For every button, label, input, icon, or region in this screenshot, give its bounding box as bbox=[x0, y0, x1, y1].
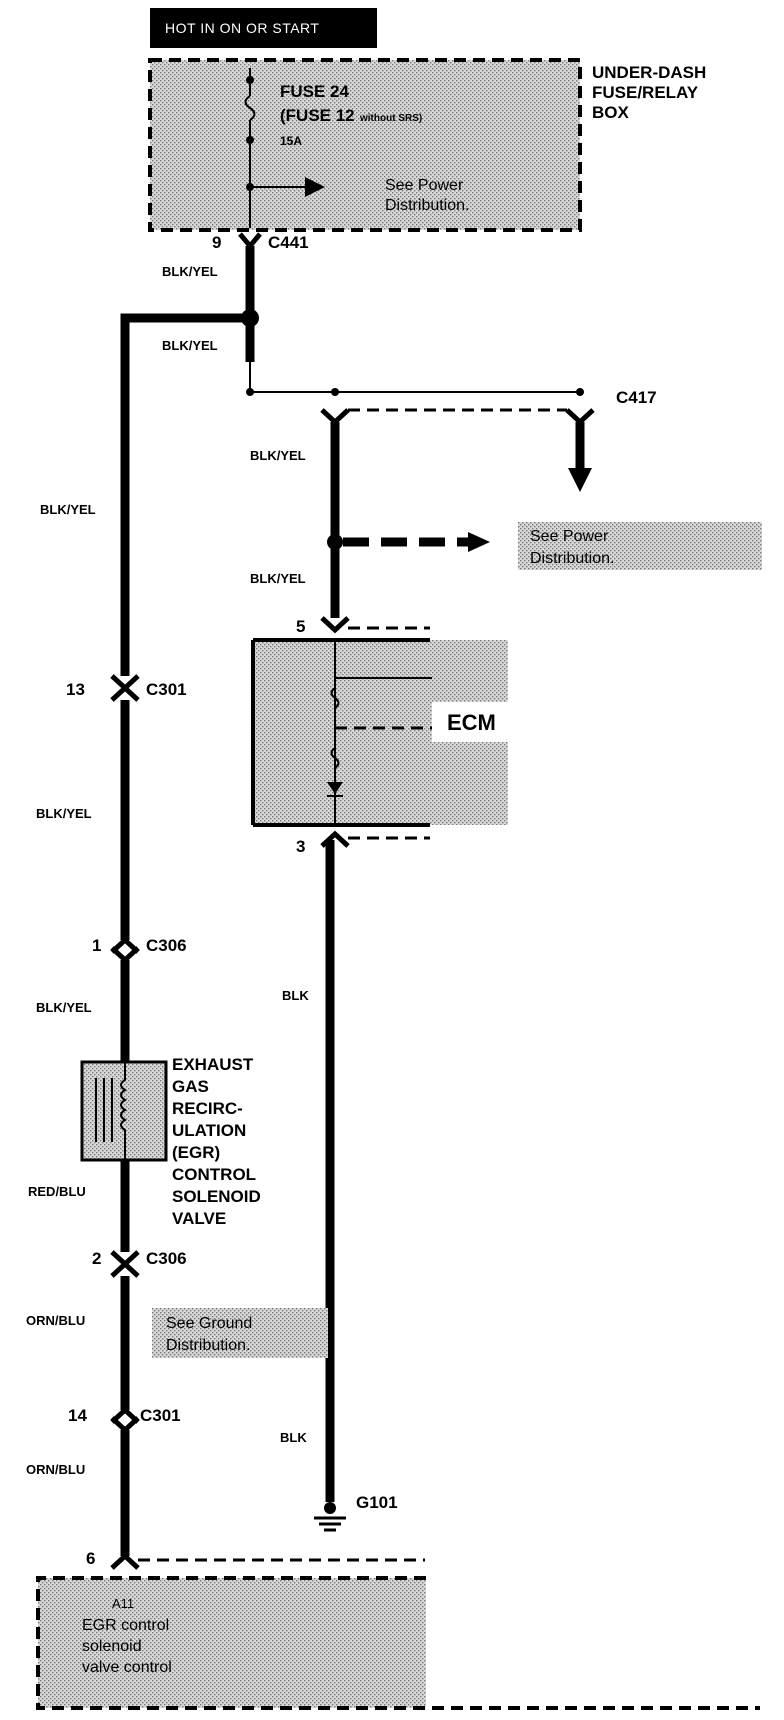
header-text: HOT IN ON OR START bbox=[165, 20, 319, 36]
wire-label-red-blu: RED/BLU bbox=[28, 1184, 86, 1199]
c306-top-name: C306 bbox=[146, 936, 187, 955]
see-ground-line2: Distribution. bbox=[166, 1337, 250, 1354]
connector-c306-top: 1 C306 bbox=[92, 936, 187, 964]
egr-label-line5: (EGR) bbox=[172, 1143, 220, 1162]
c306-top-pin: 1 bbox=[92, 936, 101, 955]
c441-pin: 9 bbox=[212, 233, 221, 252]
ecm-pin-3: 3 bbox=[296, 837, 305, 856]
ecm-terminal-desc-line2: solenoid bbox=[82, 1638, 142, 1655]
see-power-right-line1: See Power bbox=[530, 528, 609, 545]
ground-g101: G101 bbox=[314, 1493, 398, 1532]
ecm-pin-5: 5 bbox=[296, 617, 305, 636]
fuse-relay-box: UNDER-DASH FUSE/RELAY BOX FUSE 24 (FUSE … bbox=[148, 58, 706, 232]
wire-label-orn-blu-1: ORN/BLU bbox=[26, 1313, 85, 1328]
egr-label-line8: VALVE bbox=[172, 1209, 226, 1228]
wire-label-blk-1: BLK bbox=[282, 988, 309, 1003]
fuse-rating: 15A bbox=[280, 134, 302, 148]
fuse-box-title-line3: BOX bbox=[592, 103, 630, 122]
c301-bottom-name: C301 bbox=[140, 1406, 181, 1425]
connector-c441: 9 C441 bbox=[212, 232, 309, 252]
ecm-terminal-id: A11 bbox=[112, 1596, 134, 1611]
ecm-a11-pin: 6 bbox=[86, 1549, 95, 1568]
wire-label-blk-yel-2: BLK/YEL bbox=[162, 338, 218, 353]
wire-label-blk-yel-4: BLK/YEL bbox=[250, 571, 306, 586]
egr-label-line7: SOLENOID bbox=[172, 1187, 261, 1206]
connector-c306-bottom: 2 C306 bbox=[92, 1249, 187, 1278]
wire-label-orn-blu-2: ORN/BLU bbox=[26, 1462, 85, 1477]
ecm-terminal-desc-line3: valve control bbox=[82, 1659, 172, 1676]
egr-label-line1: EXHAUST bbox=[172, 1055, 254, 1074]
fuse-box-title-line2: FUSE/RELAY bbox=[592, 83, 699, 102]
c417-name: C417 bbox=[616, 388, 657, 407]
fuse-12-label: (FUSE 12 bbox=[280, 106, 355, 125]
c301-top-name: C301 bbox=[146, 680, 187, 699]
see-power-distribution-right: See Power Distribution. bbox=[518, 522, 762, 570]
wire-label-blk-2: BLK bbox=[280, 1430, 307, 1445]
egr-label-line4: ULATION bbox=[172, 1121, 246, 1140]
connector-c301-bottom: 14 C301 bbox=[68, 1406, 181, 1434]
wire-label-blk-yel-6: BLK/YEL bbox=[36, 1000, 92, 1015]
c306-bottom-pin: 2 bbox=[92, 1249, 101, 1268]
c306-bottom-name: C306 bbox=[146, 1249, 187, 1268]
fuse-box-title-line1: UNDER-DASH bbox=[592, 63, 706, 82]
wire-label-blk-yel-left: BLK/YEL bbox=[40, 502, 96, 517]
ecm-terminal-desc-line1: EGR control bbox=[82, 1617, 169, 1634]
c301-top-pin: 13 bbox=[66, 680, 85, 699]
ground-name: G101 bbox=[356, 1493, 398, 1512]
connector-c301-top: 13 C301 bbox=[66, 674, 187, 702]
header-banner: HOT IN ON OR START bbox=[150, 8, 377, 48]
egr-label-line2: GAS bbox=[172, 1077, 209, 1096]
egr-label-line6: CONTROL bbox=[172, 1165, 256, 1184]
fuse-symbol bbox=[244, 95, 256, 121]
ecm-label: ECM bbox=[447, 710, 496, 735]
egr-label-line3: RECIRC- bbox=[172, 1099, 243, 1118]
fuse-24-label: FUSE 24 bbox=[280, 82, 350, 101]
c301-bottom-pin: 14 bbox=[68, 1406, 87, 1425]
fuse-12-qualifier: without SRS) bbox=[359, 113, 422, 124]
see-ground-distribution: See Ground Distribution. bbox=[152, 1308, 328, 1358]
c441-name: C441 bbox=[268, 233, 309, 252]
wire-label-blk-yel-1: BLK/YEL bbox=[162, 264, 218, 279]
wire-label-blk-yel-5: BLK/YEL bbox=[36, 806, 92, 821]
ecm-block: 5 ECM 3 bbox=[251, 616, 532, 856]
fuse-see-power-line1: See Power bbox=[385, 177, 464, 194]
egr-solenoid-valve: EXHAUST GAS RECIRC- ULATION (EGR) CONTRO… bbox=[80, 1055, 261, 1228]
fuse-see-power-line2: Distribution. bbox=[385, 197, 469, 214]
ecm-terminal-a11: 6 A11 EGR control solenoid valve control bbox=[36, 1549, 760, 1710]
wire-label-blk-yel-3: BLK/YEL bbox=[250, 448, 306, 463]
see-ground-line1: See Ground bbox=[166, 1315, 252, 1332]
see-power-right-line2: Distribution. bbox=[530, 550, 614, 567]
